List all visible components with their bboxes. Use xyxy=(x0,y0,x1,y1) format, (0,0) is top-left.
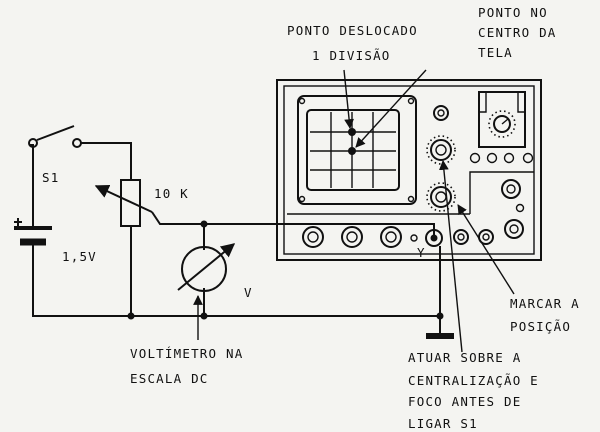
label-voltmeter-2: ESCALA DC xyxy=(130,371,209,386)
label-mark-position-1: MARCAR A xyxy=(510,296,580,311)
label-switch: S1 xyxy=(42,170,59,185)
label-instructions-3: FOCO ANTES DE xyxy=(408,394,521,409)
label-resistor: 10 K xyxy=(154,186,189,201)
button-1 xyxy=(469,152,481,164)
bottom-knob-5 xyxy=(453,229,469,245)
button-4 xyxy=(522,152,534,164)
circuit-wiring xyxy=(14,125,454,339)
bottom-knob-1 xyxy=(302,226,324,248)
label-spot-center-1: PONTO NO xyxy=(478,5,548,20)
label-spot-displaced-2: 1 DIVISÃO xyxy=(312,48,391,63)
label-mark-position-2: POSIÇÃO xyxy=(510,319,571,334)
timebase-knob xyxy=(488,110,516,138)
oscilloscope xyxy=(276,79,542,261)
label-instructions-2: CENTRALIZAÇÃO E xyxy=(408,373,539,388)
label-instructions-1: ATUAR SOBRE A xyxy=(408,350,521,365)
label-voltmeter-symbol: V xyxy=(244,285,253,300)
knob-position xyxy=(426,182,456,212)
bottom-knob-2 xyxy=(341,226,363,248)
knob-right-2 xyxy=(504,219,524,239)
potentiometer-wiper-arrow xyxy=(94,184,153,213)
callout-leaders xyxy=(193,69,515,353)
oscilloscope-screen xyxy=(306,109,400,191)
label-spot-center-2: CENTRO DA xyxy=(478,25,557,40)
labels: PONTO DESLOCADO 1 DIVISÃO PONTO NO CENTR… xyxy=(42,5,580,431)
voltmeter xyxy=(177,243,236,292)
bottom-knob-6 xyxy=(478,229,494,245)
bottom-knob-3 xyxy=(380,226,402,248)
y-input-jack xyxy=(425,229,443,247)
button-3 xyxy=(503,152,515,164)
button-2 xyxy=(486,152,498,164)
oscilloscope-screen-bezel xyxy=(297,95,417,205)
label-battery: 1,5V xyxy=(62,249,97,264)
knob-right-1 xyxy=(501,179,521,199)
displaced-spot xyxy=(348,128,356,136)
center-spot xyxy=(348,147,356,155)
knob-focus xyxy=(426,135,456,165)
oscilloscope-case xyxy=(276,79,542,261)
label-spot-center-3: TELA xyxy=(478,45,513,60)
label-spot-displaced-1: PONTO DESLOCADO xyxy=(287,23,418,38)
timebase-panel xyxy=(478,91,526,148)
label-instructions-4: LIGAR S1 xyxy=(408,416,478,431)
label-voltmeter-1: VOLTÍMETRO NA xyxy=(130,346,243,361)
label-y-input: Y xyxy=(417,245,426,260)
switch-s1 xyxy=(28,125,82,148)
knob-top xyxy=(433,105,449,121)
